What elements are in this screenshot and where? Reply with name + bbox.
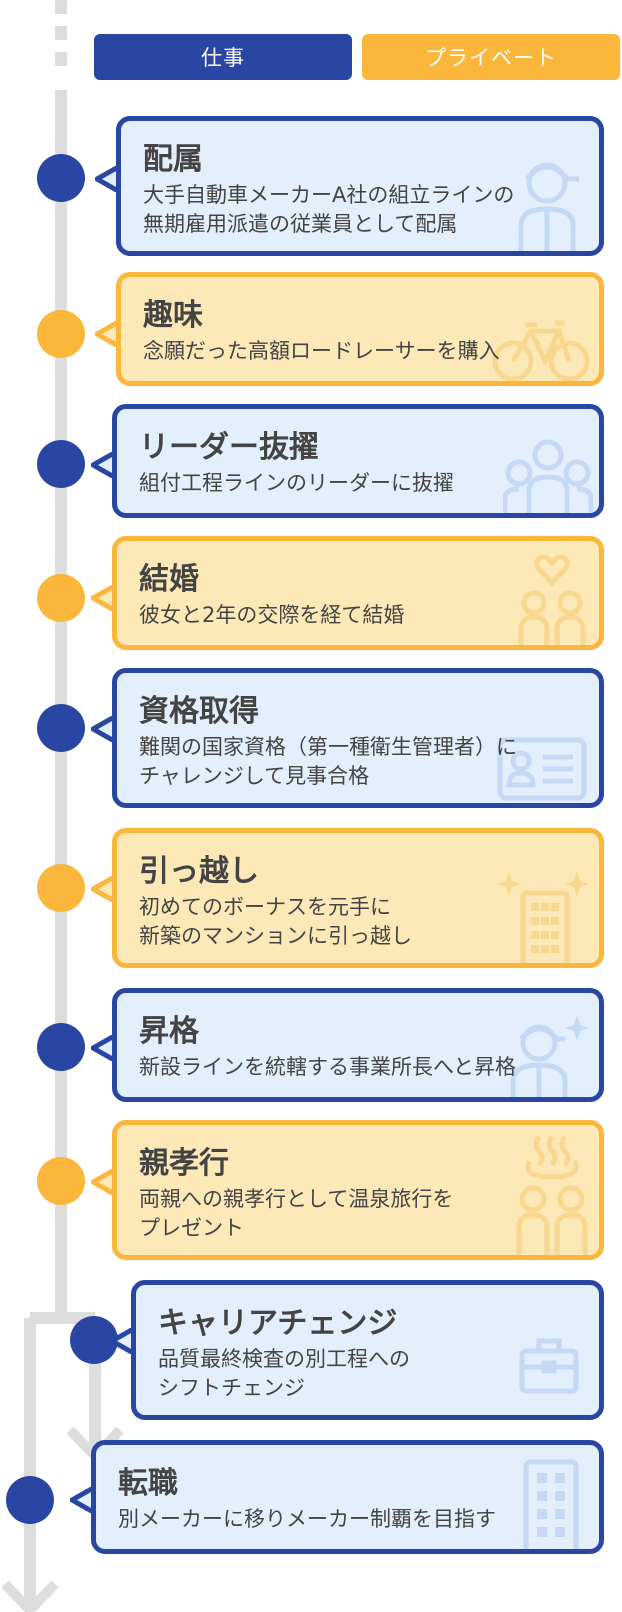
- event-desc: 組付工程ラインのリーダーに抜擢: [139, 471, 454, 495]
- branch-left-arrowhead: [1, 1580, 59, 1612]
- event-desc: 品質最終検査の別工程への シフトチェンジ: [158, 1347, 410, 1400]
- promotion-icon: [510, 1015, 589, 1097]
- id-card-icon: [497, 737, 587, 801]
- event-desc: 念願だった高額ロードレーサーを購入: [143, 339, 500, 363]
- timeline-dot: [6, 1476, 54, 1524]
- timeline-dot: [37, 154, 85, 202]
- event-desc: 別メーカーに移りメーカー制覇を目指す: [118, 1507, 496, 1531]
- timeline-dot: [37, 1157, 85, 1205]
- team-icon: [503, 439, 593, 513]
- hot-spring-icon: [516, 1135, 588, 1255]
- event-card-qualification: 資格取得 難関の国家資格（第一種衛生管理者）に チャレンジして見事合格: [112, 668, 604, 808]
- tab-work: 仕事: [94, 34, 352, 80]
- event-title: 趣味: [143, 298, 203, 333]
- event-title: 資格取得: [139, 694, 259, 729]
- event-card-promotion: 昇格 新設ラインを統轄する事業所長へと昇格: [112, 988, 604, 1102]
- timeline-dot: [37, 310, 85, 358]
- event-title: 引っ越し: [139, 854, 259, 889]
- event-card-assignment: 配属 大手自動車メーカーA社の組立ラインの 無期雇用派遣の従業員として配属: [116, 116, 604, 256]
- event-card-job-change: 転職 別メーカーに移りメーカー制覇を目指す: [91, 1440, 604, 1554]
- event-title: 転職: [118, 1466, 178, 1501]
- event-desc: 初めてのボーナスを元手に 新築のマンションに引っ越し: [139, 895, 412, 948]
- worker-icon: [518, 162, 579, 251]
- tab-private: プライベート: [362, 34, 620, 80]
- couple-heart-icon: [518, 555, 586, 645]
- event-desc: 新設ラインを統轄する事業所長へと昇格: [139, 1055, 516, 1079]
- event-desc: 両親への親孝行として温泉旅行を プレゼント: [139, 1187, 454, 1240]
- timeline-dot: [37, 704, 85, 752]
- briefcase-icon: [519, 1338, 579, 1394]
- apartment-icon: [497, 871, 589, 963]
- event-card-career-change: キャリアチェンジ 品質最終検査の別工程への シフトチェンジ: [131, 1280, 604, 1420]
- event-desc: 彼女と2年の交際を経て結婚: [139, 603, 405, 627]
- event-card-moving: 引っ越し 初めてのボーナスを元手に 新築のマンションに引っ越し: [112, 828, 604, 968]
- event-title: リーダー抜擢: [139, 430, 319, 465]
- event-title: 親孝行: [139, 1146, 229, 1181]
- timeline-dot: [37, 440, 85, 488]
- event-card-hobby: 趣味 念願だった高額ロードレーサーを購入: [116, 272, 604, 386]
- event-title: キャリアチェンジ: [158, 1306, 398, 1341]
- event-card-leader: リーダー抜擢 組付工程ラインのリーダーに抜擢: [112, 404, 604, 518]
- event-title: 昇格: [139, 1014, 199, 1049]
- timeline-dot: [37, 864, 85, 912]
- bicycle-icon: [492, 320, 590, 381]
- event-title: 結婚: [139, 562, 199, 597]
- event-desc: 難関の国家資格（第一種衛生管理者）に チャレンジして見事合格: [139, 735, 517, 788]
- event-title: 配属: [143, 142, 203, 177]
- building-icon: [523, 1459, 579, 1549]
- event-card-filial: 親孝行 両親への親孝行として温泉旅行を プレゼント: [112, 1120, 604, 1260]
- event-desc: 大手自動車メーカーA社の組立ラインの 無期雇用派遣の従業員として配属: [143, 183, 515, 236]
- event-card-marriage: 結婚 彼女と2年の交際を経て結婚: [112, 536, 604, 650]
- timeline-dot: [37, 574, 85, 622]
- timeline-dot: [37, 1023, 85, 1071]
